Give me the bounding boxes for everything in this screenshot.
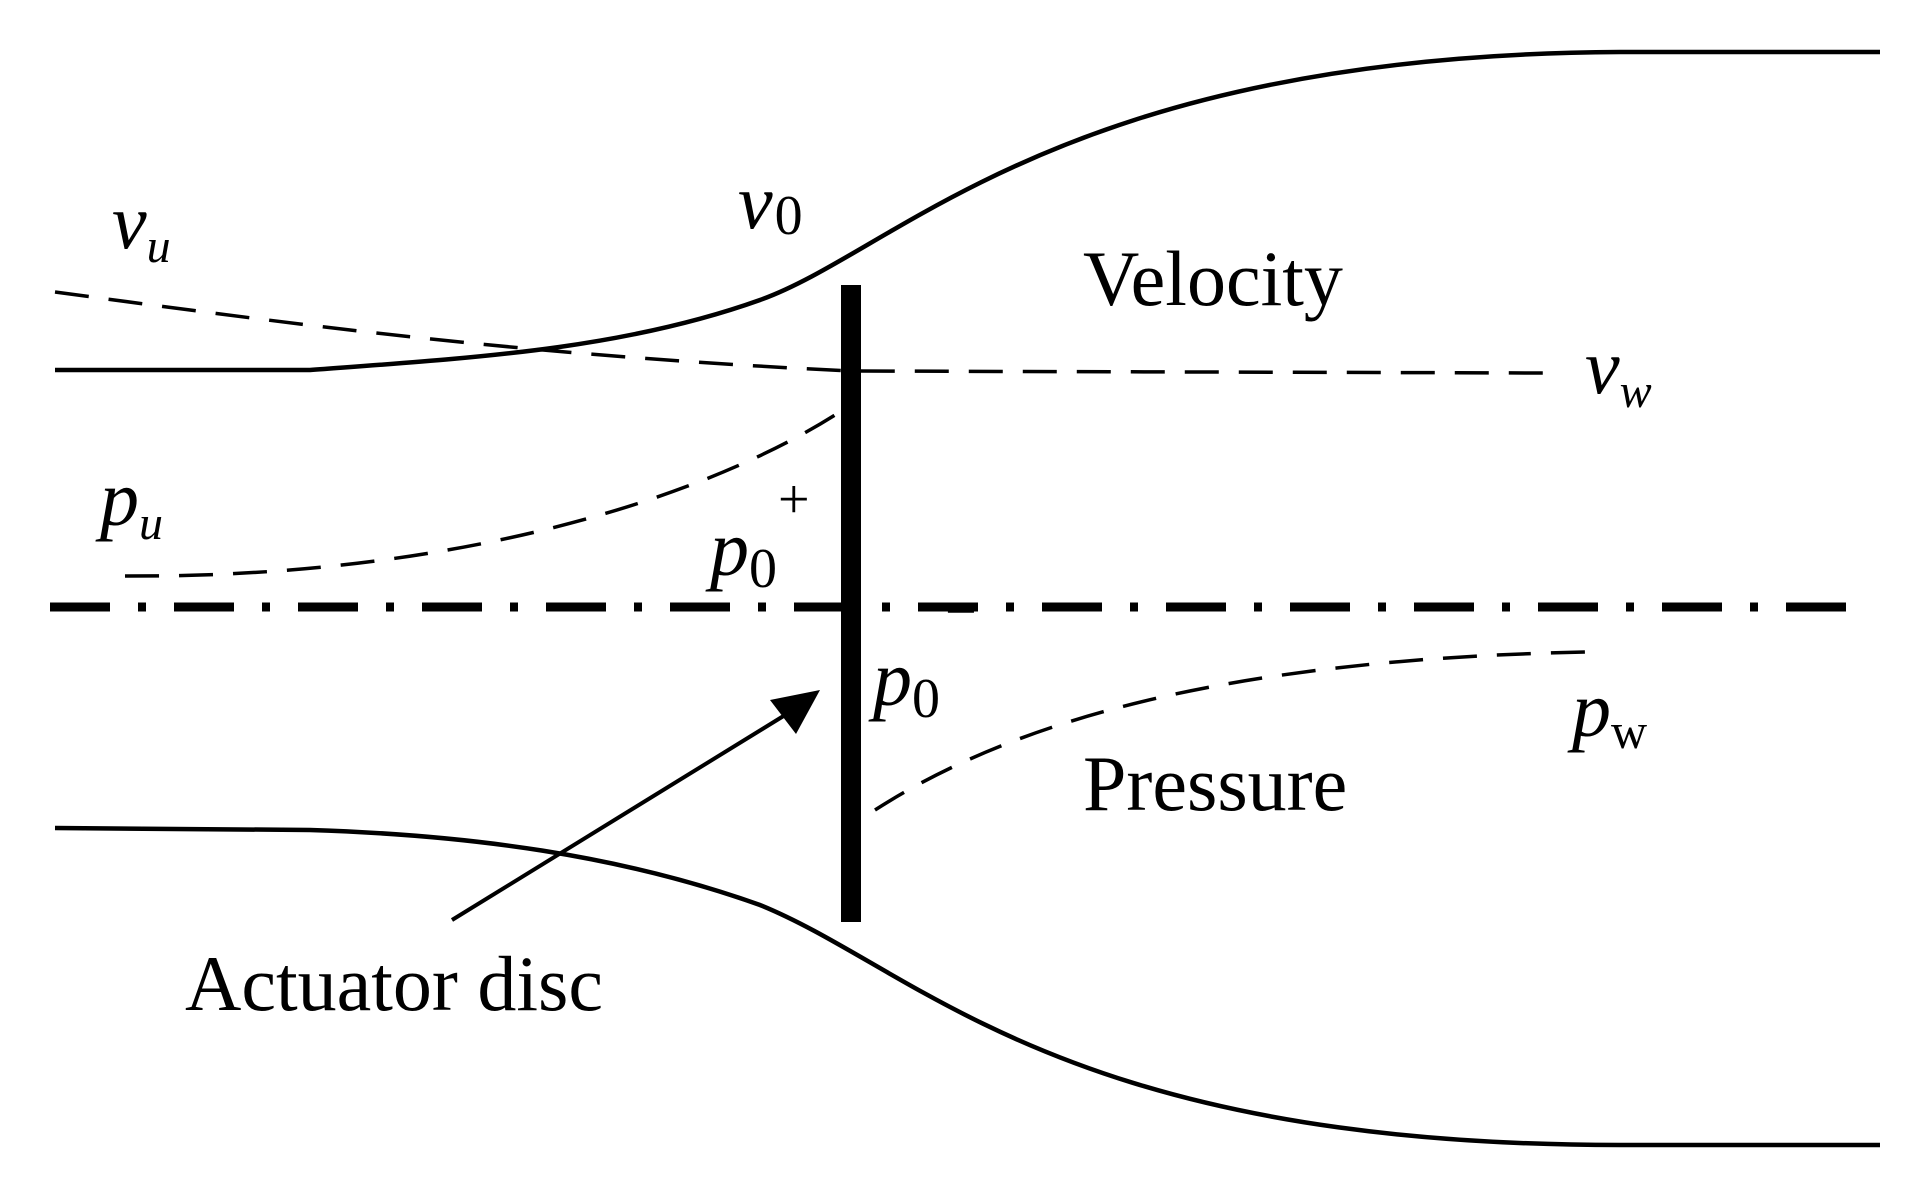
symbol-p-0-plus-superscript: +: [778, 469, 810, 531]
label-pressure: Pressure: [1083, 740, 1347, 827]
symbol-v-u: vu: [112, 178, 171, 273]
label-actuator-disc: Actuator disc: [185, 940, 603, 1027]
pressure-curve-downstream: [874, 650, 1586, 812]
symbol-v-0: v0: [738, 158, 803, 247]
stream-tube-upper-boundary: [55, 49, 1880, 373]
stream-tube-lower-boundary: [54, 825, 1880, 1148]
symbol-p-0-minus: p0: [868, 635, 940, 730]
symbol-p-u: pu: [95, 455, 163, 550]
label-velocity: Velocity: [1083, 235, 1343, 322]
velocity-curve: [54, 290, 1546, 375]
pressure-curve-upstream: [124, 413, 836, 578]
symbol-p-w: pw: [1567, 666, 1647, 759]
symbol-v-w: vw: [1585, 323, 1652, 418]
symbol-p-0-minus-superscript: −: [945, 581, 977, 643]
symbol-p-0-plus: p0: [705, 505, 777, 600]
actuator-disc-pointer-arrow: [450, 690, 820, 922]
